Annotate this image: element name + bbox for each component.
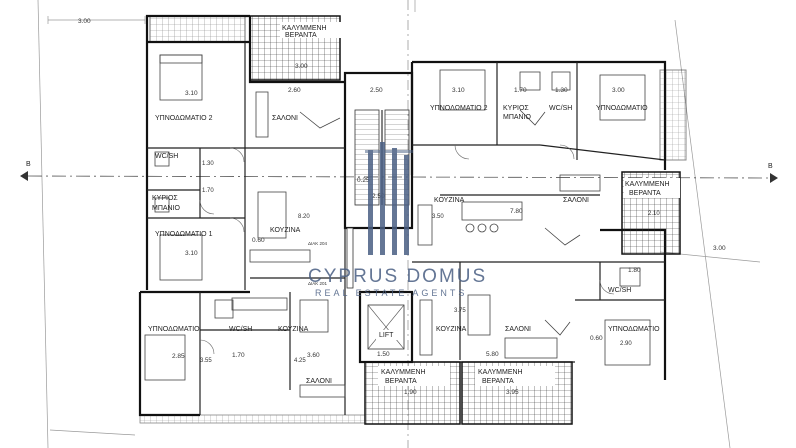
room-kyrios-left-2: ΜΠΑΝΙΟ [152,205,181,212]
dim-150: 1.50 [377,351,390,358]
dim-425: 4.25 [294,358,306,364]
dim-300-farright: 3.00 [713,245,726,252]
veranda-right-label-1: ΚΑΛΥΜΜΕΝΗ [625,181,670,188]
duct-left [346,227,354,289]
dim-350: 3.50 [432,214,444,220]
balcony-right-top [659,69,687,161]
dim-780: 7.80 [510,208,523,215]
dim-285: 2.85 [172,353,185,360]
dim-300-right: 3.00 [612,87,625,94]
room-wcsh-bottom-right: WC/SH [608,287,631,294]
dim-395: 3.95 [506,389,519,396]
dim-060-right: 0.60 [590,335,603,342]
brand-name: CYPRUS DOMUS [308,266,487,287]
dimension-ticks-top [47,0,416,24]
room-bed1-left: ΥΠΝΟΔΩΜΑΤΙΟ 1 [155,231,213,238]
room-bed2-left: ΥΠΝΟΔΩΜΑΤΙΟ 2 [155,115,213,122]
room-kouzina-bottom-left: ΚΟΥΖΙΝΑ [278,326,309,333]
dim-180: 1.80 [628,267,641,274]
stair-flight-left [354,109,380,206]
veranda-bl-label-1: ΚΑΛΥΜΜΕΝΗ [381,369,426,376]
balcony-bottom-left [139,414,366,424]
room-saloni-top-left: ΣΑΛΟΝΙ [272,115,298,122]
duct-label-1: ΔΙΑΚ 204 [308,241,328,246]
section-arrow-right [770,173,778,183]
dim-310-bed1: 3.10 [185,250,198,257]
dim-130-left: 1.30 [202,161,214,167]
room-bed-bottom-right: ΥΠΝΟΔΩΜΑΤΙΟ [608,326,660,333]
veranda-bl-label-2: ΒΕΡΑΝΤΑ [385,378,417,385]
veranda-right-label-2: ΒΕΡΑΝΤΑ [629,190,661,197]
dim-375: 3.75 [454,308,466,314]
dim-820: 8.20 [298,214,310,220]
room-saloni-bottom-left: ΣΑΛΟΝΙ [306,378,332,385]
dim-310-right: 3.10 [452,87,465,94]
room-kouzina-right: ΚΟΥΖΙΝΑ [434,197,465,204]
dim-300-topleft: 3.00 [78,18,91,25]
outer-walls [138,14,667,417]
section-arrow-left [20,171,28,181]
room-wcsh-bottom-left: WC/SH [229,326,252,333]
dim-170-left: 1.70 [202,188,214,194]
dim-310-left: 3.10 [185,90,198,97]
room-saloni-right: ΣΑΛΟΝΙ [563,197,589,204]
dim-250: 2.50 [370,87,383,94]
room-bed-top-right: ΥΠΝΟΔΩΜΑΤΙΟ [596,105,648,112]
dim-190: 1.90 [404,389,417,396]
dim-210: 2.10 [648,211,660,217]
veranda-br-label-1: ΚΑΛΥΜΜΕΝΗ [478,369,523,376]
lift-label: LIFT [379,332,394,339]
room-wcsh-left: WC/SH [155,153,178,160]
dim-170-bottom: 1.70 [232,352,245,359]
brand-logo-icon [365,142,413,255]
balcony-top-left [149,15,246,43]
dim-025: 0.25 [357,177,370,184]
brand-watermark: CYPRUS DOMUS REAL ESTATE AGENTS [308,142,487,298]
door-swings [199,144,615,355]
axis-marker-left: B [26,161,31,168]
room-kouzina-bottom-mid: ΚΟΥΖΙΝΑ [436,326,467,333]
room-wcsh-top-right: WC/SH [549,105,572,112]
brand-tagline: REAL ESTATE AGENTS [315,288,467,298]
room-kyrios-right-1: ΚΥΡΙΟΣ [503,105,529,112]
room-kyrios-right-2: ΜΠΑΝΙΟ [503,114,532,121]
veranda-br-label-2: ΒΕΡΑΝΤΑ [482,378,514,385]
furniture [144,54,651,398]
room-kyrios-left-1: ΚΥΡΙΟΣ [152,195,178,202]
veranda-top-label-1: ΚΑΛΥΜΜΕΝΗ [282,25,327,32]
dim-300-veranda: 3.00 [295,63,308,70]
dim-250-mid: 2.50 [372,193,385,200]
dim-060: 0.60 [252,237,265,244]
room-kouzina-left: ΚΟΥΖΙΝΑ [270,227,301,234]
dim-580: 5.80 [486,351,499,358]
dim-355: 3.55 [200,358,212,364]
dim-360: 3.60 [307,352,320,359]
axis-marker-right: B [768,163,773,170]
dim-170-right: 1.70 [514,87,527,94]
dim-130: 1.30 [555,87,568,94]
veranda-top-label-2: ΒΕΡΑΝΤΑ [285,32,317,39]
room-saloni-bottom-mid: ΣΑΛΟΝΙ [505,326,531,333]
room-bed2-right: ΥΠΝΟΔΩΜΑΤΙΟ 2 [430,105,488,112]
duct-label-2: ΔΙΑΚ 201 [308,281,328,286]
dim-290: 2.90 [620,341,632,347]
dim-260: 2.60 [288,87,301,94]
room-bed-bottom-left: ΥΠΝΟΔΩΜΑΤΙΟ [148,326,200,333]
